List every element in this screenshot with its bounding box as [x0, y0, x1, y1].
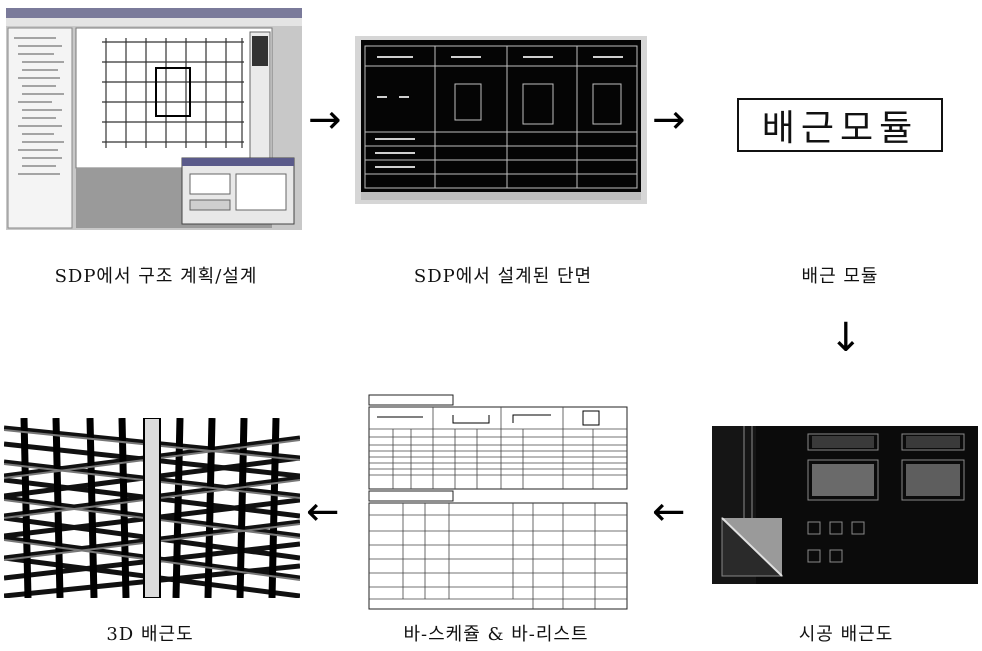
- sdp-plan-screenshot: [6, 8, 302, 230]
- caption-rebar-module: 배근 모듈: [801, 266, 879, 287]
- caption-sdp-planning: SDP에서 구조 계획/설계: [54, 266, 258, 287]
- sdp-section-screenshot: [355, 36, 647, 204]
- caption-3d-rebar: 3D 배근도: [106, 624, 194, 645]
- arrow-left-1: ←: [652, 489, 686, 535]
- arrow-right-2: →: [652, 97, 686, 143]
- arrow-down: ↓: [829, 315, 863, 361]
- rebar-3d-render: [4, 418, 300, 598]
- rebar-module-box: 배근모듈: [737, 98, 943, 152]
- caption-bar-schedule: 바-스케쥴 & 바-리스트: [403, 624, 589, 645]
- arrow-left-2: ←: [306, 489, 340, 535]
- bar-schedule-screenshot: [363, 393, 631, 613]
- caption-construction-rebar: 시공 배근도: [798, 624, 894, 645]
- rebar-module-label: 배근모듈: [761, 108, 919, 149]
- arrow-right-1: →: [308, 97, 342, 143]
- caption-sdp-sections: SDP에서 설계된 단면: [413, 266, 593, 287]
- construction-rebar-screenshot: [712, 426, 978, 584]
